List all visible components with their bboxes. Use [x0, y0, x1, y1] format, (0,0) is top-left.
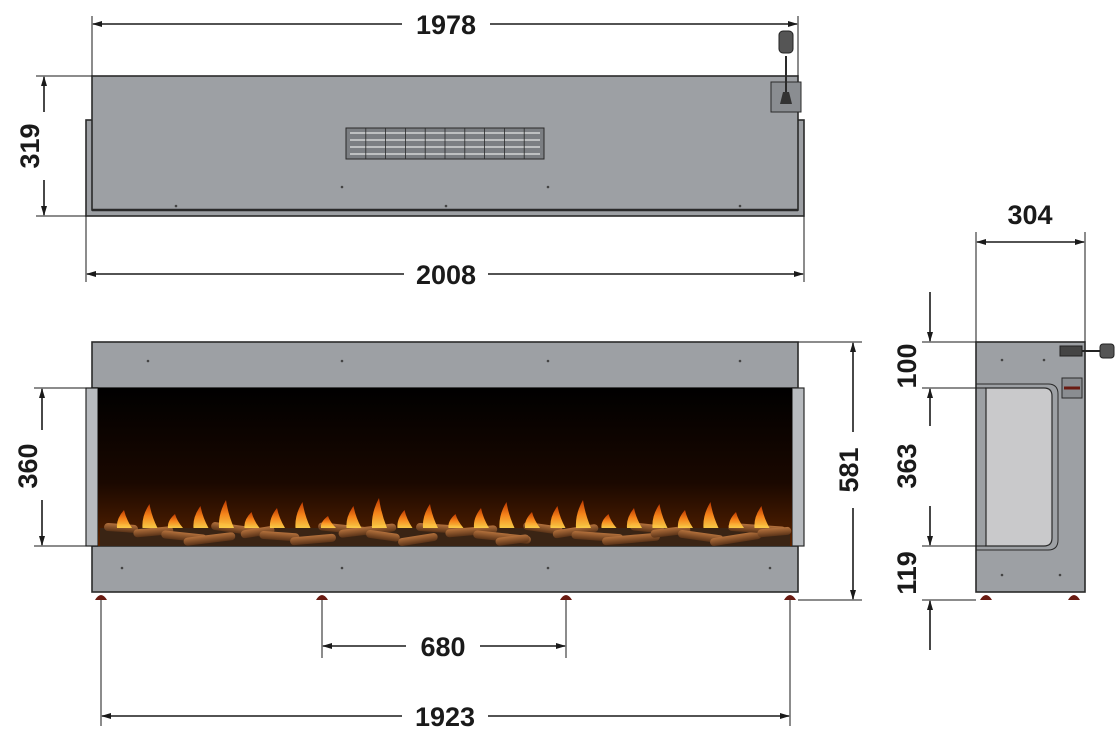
side-view: 304 100 363 119	[892, 200, 1115, 650]
dim-top-base-width: 2008	[416, 260, 476, 290]
dim-side-depth: 304	[1007, 200, 1052, 230]
flames	[116, 498, 770, 528]
side-feet	[980, 595, 1080, 600]
dim-top-height: 319	[15, 123, 45, 168]
dim-feet-total-width: 1923	[415, 702, 475, 729]
front-right-side-frame	[791, 387, 805, 547]
dim-side-top: 100	[892, 343, 922, 388]
dim-front-total-height: 581	[834, 447, 864, 492]
front-bottom-panel	[91, 545, 799, 593]
dim-top-width: 1978	[416, 10, 476, 40]
front-view: 360 581 680 1923	[13, 341, 864, 729]
log-bed	[100, 522, 792, 547]
vent-grille	[345, 127, 545, 160]
top-view: 1978 319 2008	[15, 10, 805, 290]
front-top-panel	[91, 341, 799, 389]
side-glass-window	[985, 387, 1053, 547]
front-left-side-frame	[85, 387, 99, 547]
dim-side-opening: 363	[892, 443, 922, 488]
dim-front-opening-height: 360	[13, 443, 43, 488]
side-power-plug-icon	[1059, 343, 1115, 359]
front-feet	[95, 595, 796, 600]
power-plug-icon	[770, 30, 802, 113]
dim-side-bottom: 119	[892, 551, 922, 595]
fire-glass-window	[98, 388, 792, 546]
dim-feet-spacing: 680	[420, 632, 465, 662]
